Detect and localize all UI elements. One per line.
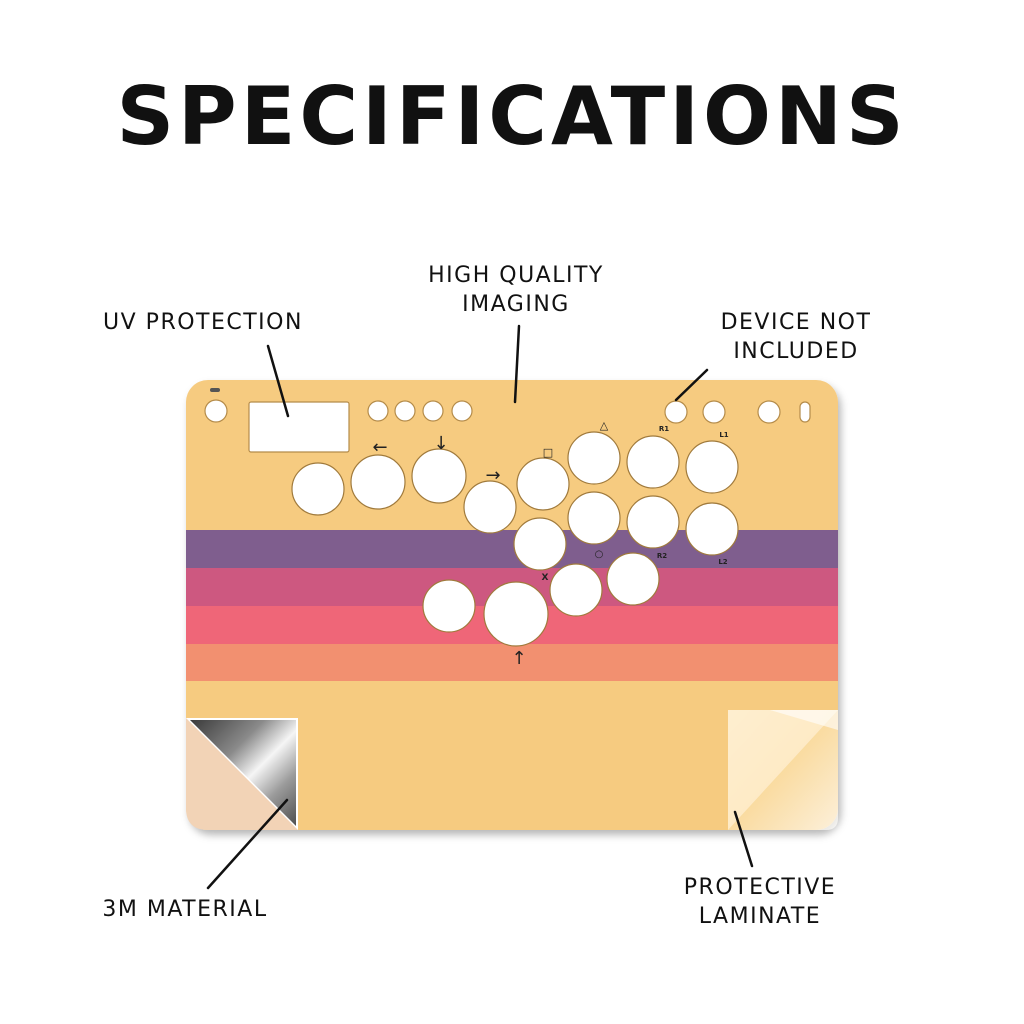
hole-top-left [204, 399, 228, 423]
imaging-callout: HIGH QUALITY IMAGING [386, 261, 646, 319]
hole-button-square [516, 457, 570, 511]
uv-protection-label: UV PROTECTION [103, 310, 303, 335]
hole-button-left [291, 462, 345, 516]
imaging-leader [513, 324, 521, 404]
device-label-line1: DEVICE NOT [720, 310, 872, 335]
hole-slot-right [799, 401, 811, 423]
hole-button-up [483, 581, 549, 647]
up-arrow-label: ↑ [511, 648, 526, 669]
laminate-label-line2: LAMINATE [698, 904, 822, 929]
stripe-purple [186, 530, 838, 568]
hole-option-4 [451, 400, 473, 422]
laminate-label-line1: PROTECTIVE [683, 875, 837, 900]
hole-button-extra [422, 579, 476, 633]
l2-label: L2 [718, 558, 727, 566]
stripe-orange [186, 644, 838, 681]
hole-device-3 [757, 400, 781, 424]
square-label: □ [543, 446, 553, 459]
device-leader [674, 368, 709, 402]
hole-button-down-left [350, 454, 406, 510]
hole-button-r1 [626, 435, 680, 489]
hole-button-r2 [626, 495, 680, 549]
hole-option-1 [367, 400, 389, 422]
hole-button-lower-2 [606, 552, 660, 606]
r1-label: R1 [659, 425, 669, 433]
hole-option-2 [394, 400, 416, 422]
triangle-label: △ [600, 419, 609, 432]
laminate-callout: PROTECTIVE LAMINATE [650, 873, 870, 931]
peeling-corner-icon [186, 718, 298, 830]
hole-button-cross [513, 517, 567, 571]
r2-label: R2 [657, 552, 667, 560]
hole-button-right [463, 480, 517, 534]
indicator-slot [210, 388, 220, 392]
hole-button-down [411, 448, 467, 504]
device-callout: DEVICE NOT INCLUDED [686, 308, 906, 366]
cross-label: X [542, 573, 549, 583]
hole-button-circle [567, 491, 621, 545]
hole-button-lower-1 [549, 563, 603, 617]
device-label-line2: INCLUDED [733, 339, 859, 364]
l1-label: L1 [719, 431, 728, 439]
material-callout: 3M MATERIAL [60, 895, 310, 924]
hole-button-triangle [567, 431, 621, 485]
hole-device-1 [664, 400, 688, 424]
uv-protection-callout: UV PROTECTION [78, 308, 328, 337]
hole-button-l1 [685, 440, 739, 494]
left-arrow-label: ← [372, 437, 387, 458]
laminate-leader [733, 810, 754, 868]
imaging-label-line1: HIGH QUALITY [428, 263, 604, 288]
hole-option-3 [422, 400, 444, 422]
page-title: SPECIFICATIONS [116, 70, 908, 163]
circle-label: ○ [595, 549, 604, 560]
protective-film-icon [728, 710, 838, 830]
right-arrow-label: → [485, 465, 500, 486]
down-arrow-label: ↓ [433, 433, 448, 454]
hole-device-2 [702, 400, 726, 424]
imaging-label-line2: IMAGING [462, 292, 570, 317]
uv-protection-leader [266, 344, 290, 418]
hole-button-l2 [685, 502, 739, 556]
display-window [248, 401, 350, 453]
material-leader [206, 798, 289, 890]
material-label: 3M MATERIAL [102, 897, 268, 922]
